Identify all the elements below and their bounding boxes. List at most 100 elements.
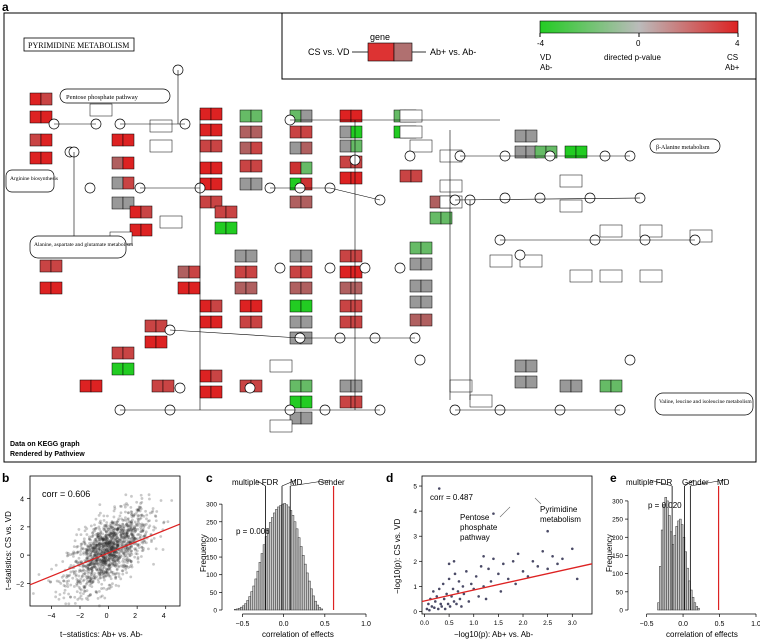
panel-b-point: [89, 571, 93, 575]
panel-b-point: [161, 548, 165, 551]
panel-b-point: [105, 570, 109, 574]
panel-b-point: [79, 560, 83, 563]
kegg-title: PYRIMIDINE METABOLISM: [28, 41, 129, 50]
panel-d-y-tick-label: 0: [413, 609, 417, 616]
panel-d-point: [497, 572, 500, 576]
panel-b-point: [113, 561, 117, 565]
pe-bar: [666, 500, 669, 611]
panel-b-point: [92, 562, 95, 566]
panel-d-point: [435, 595, 439, 598]
panel-b-point: [93, 553, 96, 557]
pc-bar: [250, 591, 254, 611]
panel-b-point: [135, 549, 139, 553]
panel-b-point: [119, 535, 123, 539]
panel-b-point: [102, 561, 106, 565]
panel-b-point: [89, 551, 93, 555]
pe-y-tick-label: 250: [612, 517, 623, 524]
pc-bar: [252, 585, 256, 611]
gene-box-85-right: [525, 375, 538, 389]
panel-b-point: [102, 544, 105, 548]
gene-box-62-left: [339, 315, 352, 329]
panel-b-point: [96, 571, 100, 575]
panel-b-point: [109, 535, 113, 539]
panel-b-point: [104, 535, 107, 539]
panel-b-point: [96, 534, 100, 538]
panel-b-point: [131, 514, 135, 518]
panel-b-point: [92, 547, 96, 551]
panel-b-point: [109, 521, 113, 525]
panel-b-point: [113, 534, 117, 538]
panel-b-point: [112, 542, 116, 545]
panel-e-xlabel: correlation of effects: [666, 630, 738, 639]
panel-b-point: [101, 572, 105, 576]
panel-b-point: [111, 521, 115, 525]
panel-b-point: [77, 561, 80, 565]
panel-b-point: [103, 559, 107, 562]
panel-b-point: [100, 542, 104, 546]
enzyme-box-15: [599, 224, 623, 238]
panel-b-point: [99, 537, 103, 541]
panel-b-point: [84, 582, 88, 586]
panel-b-point: [89, 567, 93, 571]
panel-b-point: [88, 583, 92, 587]
panel-b-point: [115, 545, 119, 549]
panel-b-point: [116, 554, 120, 558]
panel-b-point: [126, 517, 130, 520]
panel-b-point: [92, 541, 96, 545]
panel-b-point: [115, 567, 119, 571]
panel-b-point: [129, 524, 132, 527]
panel-b-point: [121, 529, 124, 533]
gene-box-63-right: [210, 299, 223, 313]
pe-y-tick-label: 0: [619, 608, 623, 615]
panel-b-point: [113, 560, 116, 563]
gene-box-15-right: [250, 125, 263, 139]
panel-b-point: [104, 543, 108, 547]
panel-b-point: [118, 530, 122, 534]
panel-b-point: [139, 507, 143, 511]
panel-b-point: [120, 532, 124, 536]
pe-bar: [668, 515, 671, 611]
panel-b-point: [101, 538, 105, 542]
panel-b-point: [87, 551, 90, 555]
panel-b-point: [124, 550, 128, 553]
pe-bar: [675, 526, 678, 611]
panel-b-point: [106, 548, 110, 552]
panel-b-point: [91, 580, 95, 584]
panel-b-point: [90, 569, 94, 573]
panel-b-point: [103, 527, 107, 531]
panel-b-point: [98, 558, 102, 562]
panel-b-point: [130, 524, 134, 528]
panel-b-point: [88, 579, 92, 583]
gene-box-82-right: [350, 379, 363, 393]
panel-b-point: [130, 532, 134, 536]
panel-label-b: b: [2, 471, 9, 485]
panel-b-point: [99, 595, 103, 599]
panel-b-point: [136, 514, 140, 517]
panel-b-point: [68, 573, 72, 577]
panel-b-point: [110, 555, 114, 559]
panel-b-point: [104, 541, 108, 545]
panel-b-point: [125, 532, 129, 536]
panel-b-point: [107, 563, 111, 567]
panel-b-point: [94, 544, 97, 548]
panel-b-point: [111, 559, 115, 563]
panel-b-point: [93, 546, 97, 550]
panel-b-point: [130, 552, 134, 556]
panel-b-point: [121, 518, 125, 522]
panel-b-point: [102, 551, 105, 555]
panel-b-point: [108, 554, 112, 557]
panel-b-point: [139, 516, 143, 520]
panel-b-point: [105, 556, 109, 559]
panel-d-point: [452, 560, 456, 563]
panel-b-point: [75, 545, 79, 549]
panel-b-point: [105, 541, 109, 545]
panel-b-point: [102, 526, 106, 530]
gene-box-24-right: [300, 195, 313, 209]
panel-b-point: [128, 525, 132, 529]
panel-b-point: [121, 572, 125, 576]
pc-y-tick-label: 250: [206, 519, 217, 526]
panel-b-point: [107, 559, 111, 563]
panel-b-point: [103, 551, 107, 555]
panel-b-point: [105, 546, 109, 549]
